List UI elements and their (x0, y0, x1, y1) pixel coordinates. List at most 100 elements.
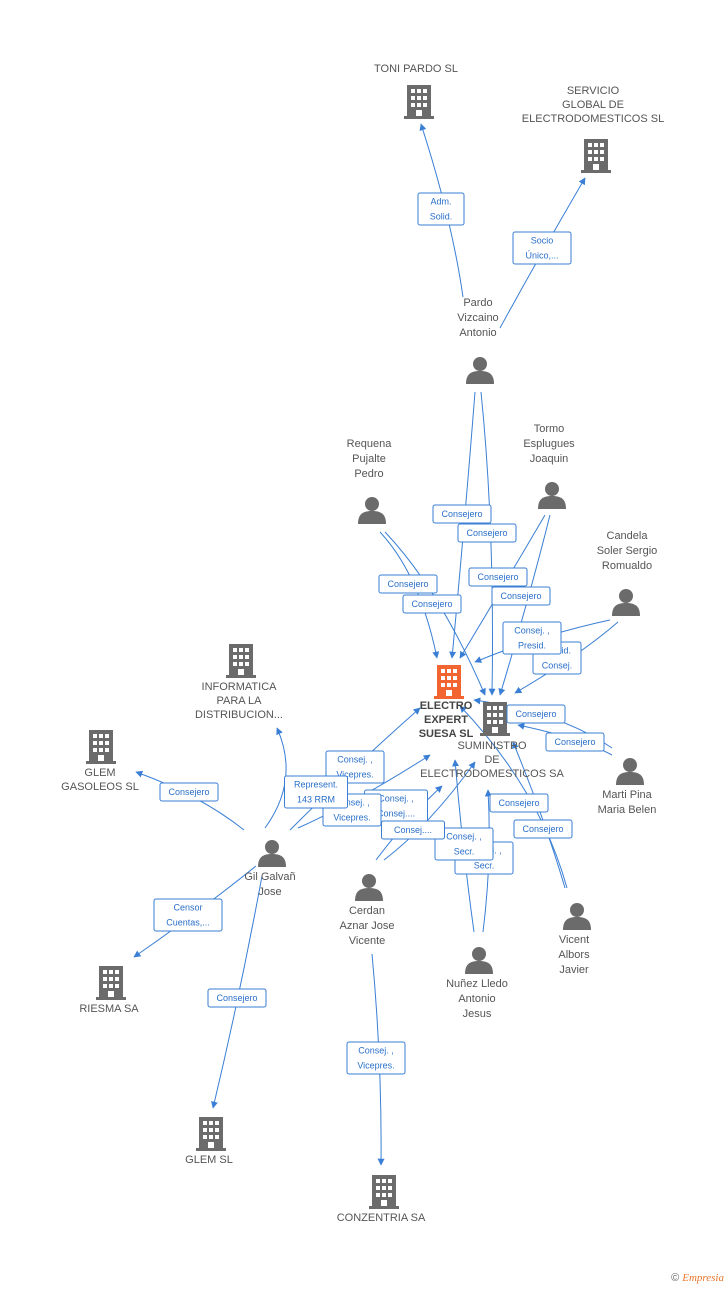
relation-label-text: Cuentas,... (166, 918, 210, 928)
relation-label-box[interactable] (325, 750, 385, 784)
relation-edge-gil-informatica (264, 727, 287, 829)
relation-label-box[interactable] (468, 567, 528, 587)
node-label-line: GLOBAL DE (562, 99, 624, 111)
node-label-line: Requena (347, 438, 393, 450)
relation-label-box[interactable] (402, 594, 462, 614)
relation-label-text: Consej. , (334, 798, 370, 808)
node-label-line: Gil Galvañ (244, 871, 295, 883)
relation-label-gil-informatica[interactable]: Represent.143 RRM (284, 775, 348, 809)
relation-label-text: Consejero (441, 509, 482, 519)
node-label-line: GASOLEOS SL (61, 781, 139, 793)
relation-label-gil-glemsl[interactable]: Consejero (207, 988, 267, 1008)
relation-label-vicent-suministro[interactable]: Consejero (513, 819, 573, 839)
relation-label-pardo-toni[interactable]: Adm.Solid. (417, 192, 465, 226)
node-label-line: Albors (558, 949, 590, 961)
relation-label-box[interactable] (381, 820, 445, 840)
node-riesma[interactable]: RIESMA SA (79, 966, 139, 1015)
relation-label-tormo-suministro[interactable]: Consejero (491, 586, 551, 606)
node-conzentria[interactable]: CONZENTRIA SA (337, 1175, 426, 1224)
node-label-line: TONI PARDO SL (374, 63, 458, 75)
relation-label-text: Consej. , (358, 1046, 394, 1056)
relation-label-text: Consejero (522, 824, 563, 834)
node-glemsl[interactable]: GLEM SL (185, 1117, 233, 1166)
relation-label-marti-suministro[interactable]: Consejero (545, 732, 605, 752)
relation-label-box[interactable] (513, 819, 573, 839)
relation-label-requena-suministro[interactable]: Consejero (402, 594, 462, 614)
relation-label-text: Consej.... (377, 809, 415, 819)
relation-label-text: Vicepres. (333, 813, 370, 823)
building-icon (404, 85, 434, 119)
relation-label-marti-electro[interactable]: Consejero (506, 704, 566, 724)
relation-label-gil-riesma[interactable]: CensorCuentas,... (153, 898, 223, 932)
node-label-line: Vicente (349, 935, 386, 947)
relation-label-text: Secr. (454, 847, 475, 857)
person-icon (616, 758, 644, 785)
node-label-line: DISTRIBUCION... (195, 709, 283, 721)
relation-label-nunez-electro[interactable]: Consej. , Secr. (434, 827, 494, 861)
relation-label-text: Consejero (168, 787, 209, 797)
relation-label-box[interactable] (153, 898, 223, 932)
relation-label-box[interactable] (506, 704, 566, 724)
relation-label-box[interactable] (346, 1041, 406, 1075)
relation-label-box[interactable] (434, 827, 494, 861)
relation-label-box[interactable] (207, 988, 267, 1008)
relation-label-pardo-electro[interactable]: Consejero (432, 504, 492, 524)
node-label-line: Vicent (559, 934, 589, 946)
building-icon (480, 702, 510, 736)
node-label-line: ELECTRO (420, 700, 473, 712)
node-label-line: CONZENTRIA SA (337, 1212, 426, 1224)
relation-label-pardo-suministro[interactable]: Consejero (457, 523, 517, 543)
relation-label-text: Solid. (430, 212, 453, 222)
relation-label-cerdan-conzentria[interactable]: Consej. ,Vicepres. (346, 1041, 406, 1075)
relation-label-box[interactable] (284, 775, 348, 809)
relation-label-pardo-servicio[interactable]: SocioÚnico,... (512, 231, 572, 265)
relation-label-box[interactable] (457, 523, 517, 543)
relation-label-box[interactable] (502, 621, 562, 655)
relation-label-box[interactable] (159, 782, 219, 802)
relation-labels-layer: Adm.Solid.SocioÚnico,...ConsejeroConseje… (153, 192, 605, 1075)
relation-label-gil-glemgas[interactable]: Consejero (159, 782, 219, 802)
relation-label-candela-electro[interactable]: Consej. ,Presid. (502, 621, 562, 655)
relation-label-text: Consej. , (446, 832, 482, 842)
relation-label-box[interactable] (378, 574, 438, 594)
relation-label-box[interactable] (417, 192, 465, 226)
person-icon (466, 357, 494, 384)
relation-label-box[interactable] (489, 793, 549, 813)
copyright-symbol: © (671, 1272, 680, 1284)
brand-logo[interactable]: Empresia (682, 1272, 724, 1284)
node-label-line: Marti Pina (602, 789, 652, 801)
relation-label-vicent-electro[interactable]: Consejero (489, 793, 549, 813)
relation-label-gil-electro[interactable]: Consej. ,Vicepres. (325, 750, 385, 784)
node-label-line: Maria Belen (598, 804, 657, 816)
building-icon (86, 730, 116, 764)
relation-label-requena-electro[interactable]: Consejero (378, 574, 438, 594)
relation-label-box[interactable] (432, 504, 492, 524)
person-icon (612, 589, 640, 616)
relation-label-box[interactable] (545, 732, 605, 752)
relation-label-text: Consej. , (337, 755, 373, 765)
node-toni[interactable]: TONI PARDO SL (374, 63, 458, 119)
relation-label-text: Censor (173, 903, 202, 913)
relation-label-box[interactable] (491, 586, 551, 606)
node-label-line: Nuñez Lledo (446, 978, 508, 990)
relation-label-cerdan-suministro[interactable]: Consej.... (381, 820, 445, 840)
relation-label-box[interactable] (512, 231, 572, 265)
relation-label-tormo-electro[interactable]: Consejero (468, 567, 528, 587)
node-label-line: Romualdo (602, 560, 652, 572)
